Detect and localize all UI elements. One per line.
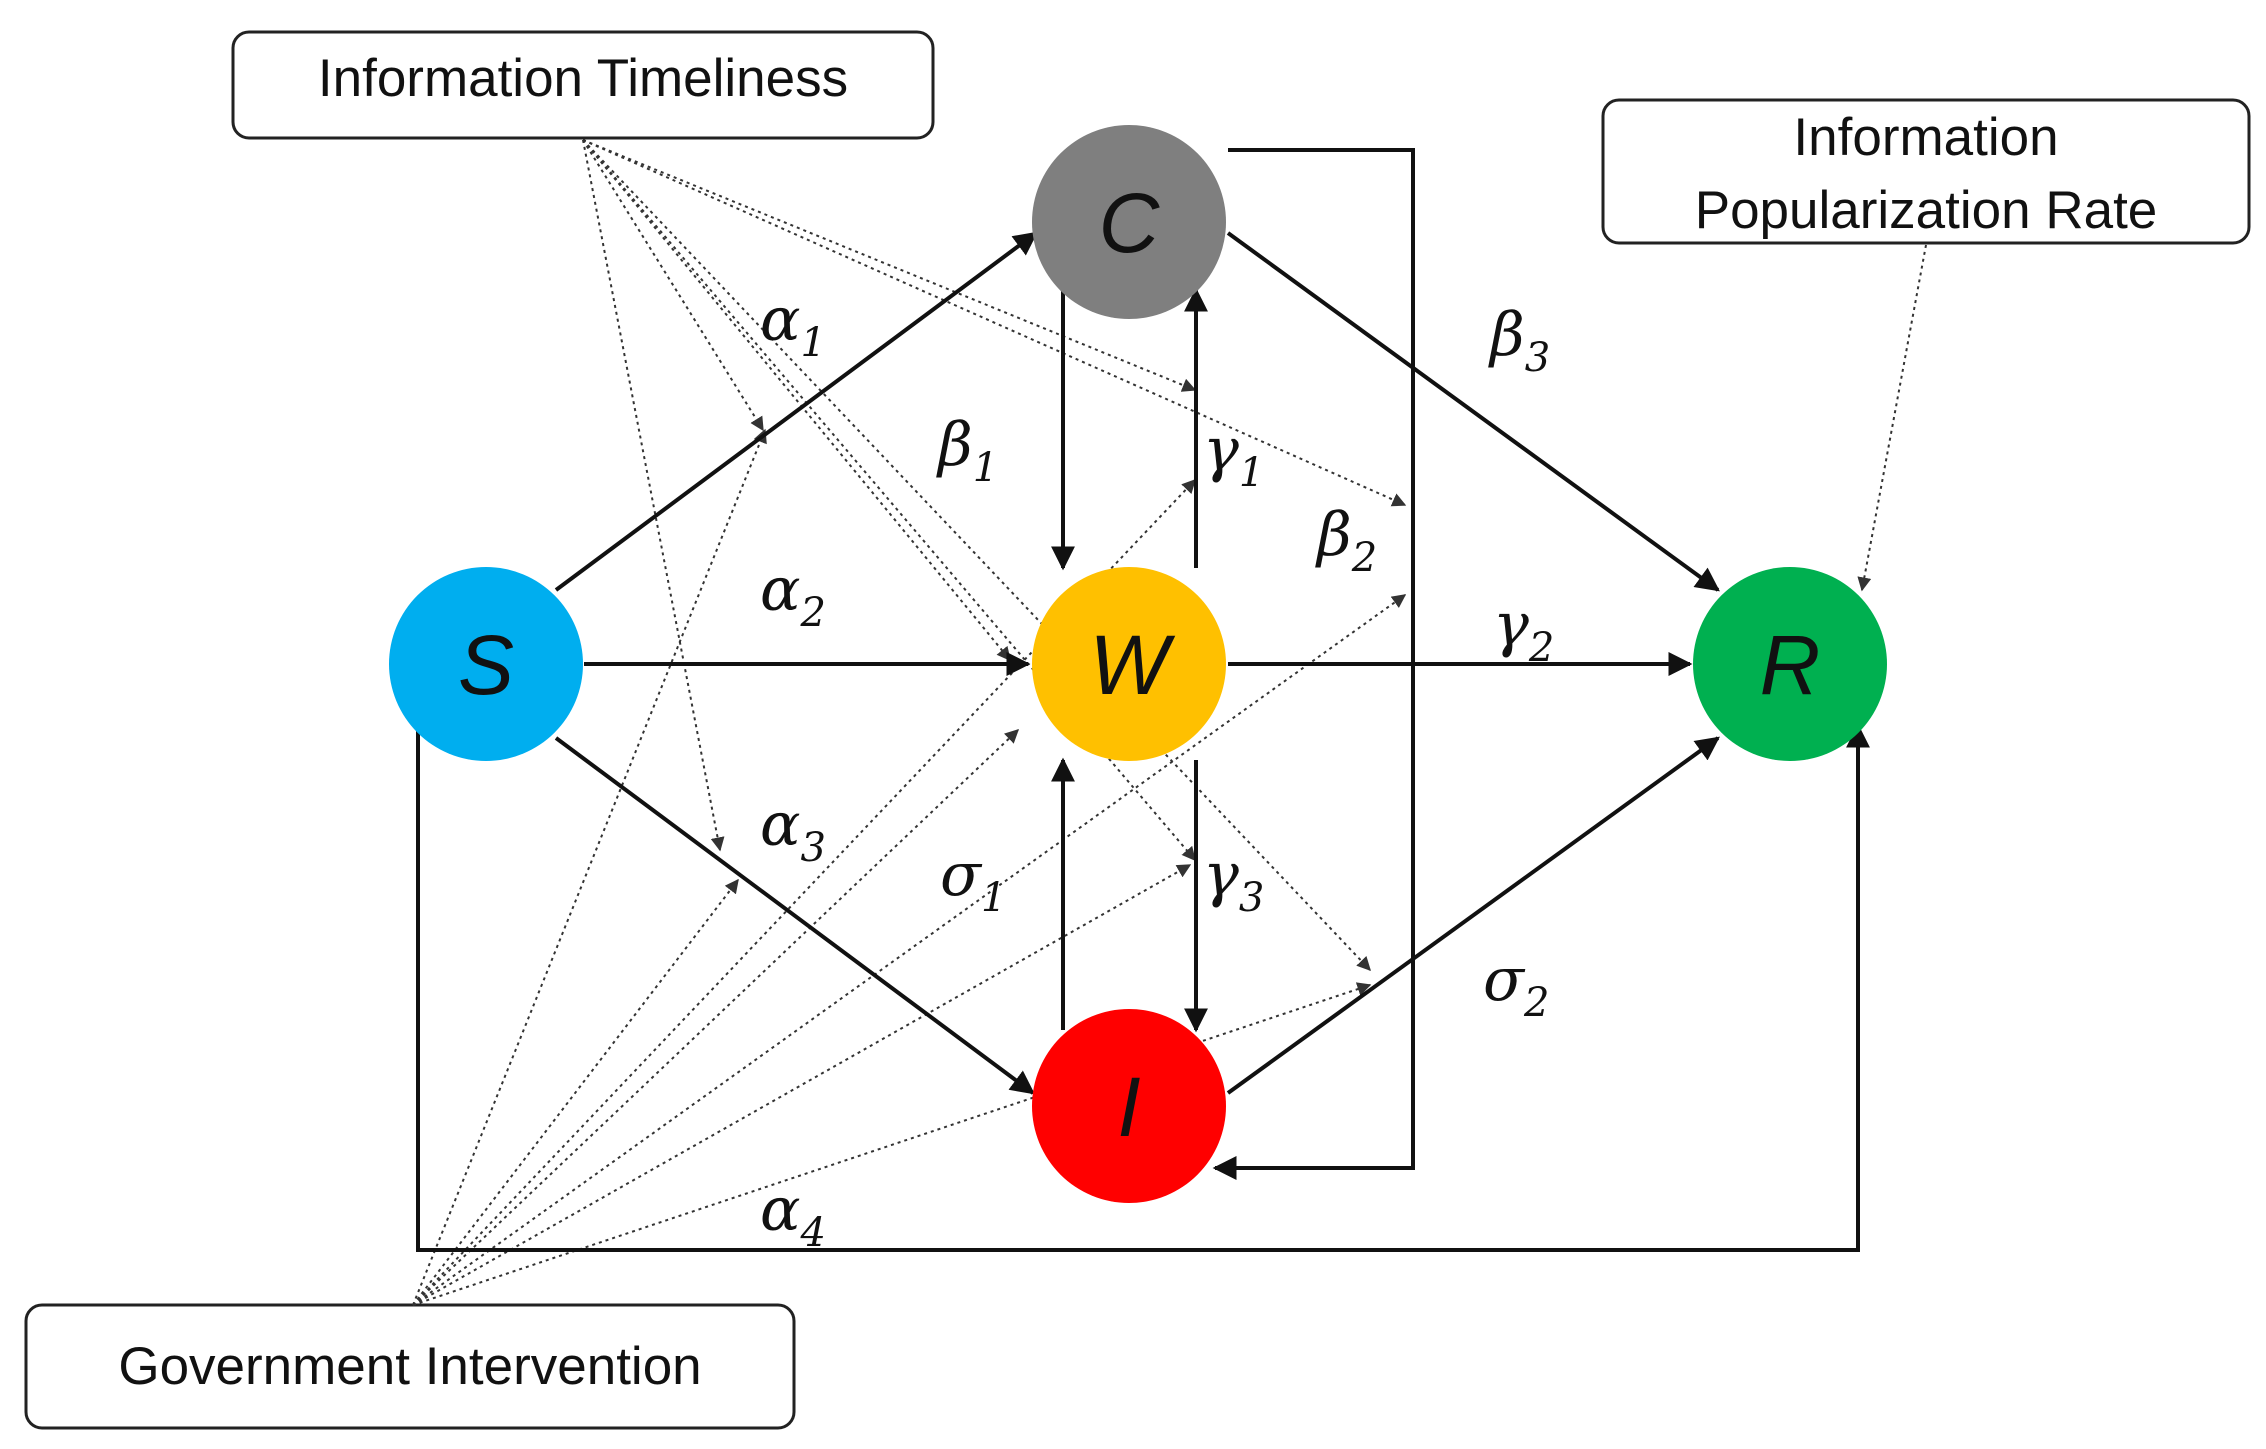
param-alpha1: α1 (760, 285, 826, 366)
edge-c-i (1212, 148, 1415, 1180)
influence-arrow (582, 139, 1407, 507)
param-beta2-symbol: β (1315, 500, 1352, 570)
param-alpha3-symbol: α (760, 790, 801, 860)
influence-arrow (412, 428, 767, 1306)
node-w-circle (1032, 567, 1226, 761)
param-gamma3-symbol: γ (1203, 840, 1239, 910)
param-sigma2-subscript: 2 (1523, 980, 1549, 1026)
param-alpha2-symbol: α (760, 555, 801, 625)
param-gamma2: γ2 (1493, 590, 1554, 671)
param-alpha4-symbol: α (760, 1175, 801, 1245)
edge-s-c (554, 231, 1038, 592)
edge-c-r (1226, 231, 1720, 592)
node-c-label: C (1099, 176, 1161, 270)
param-beta3-subscript: 3 (1525, 335, 1550, 381)
param-gamma1-symbol: γ (1203, 415, 1239, 485)
influence-arrow (582, 139, 1011, 662)
influence-arrow (412, 864, 1192, 1306)
information-popularization-rate-box: Information Popularization Rate (1601, 98, 2251, 245)
influence-arrow (412, 878, 739, 1306)
influence-arrow (1857, 244, 1927, 592)
node-s: S (389, 567, 583, 761)
compartment-nodes: S C W I R (389, 125, 1887, 1203)
param-beta1: β1 (936, 410, 998, 491)
node-c: C (1032, 125, 1226, 319)
param-sigma2: σ2 (1483, 945, 1549, 1026)
param-beta2-subscript: 2 (1351, 535, 1377, 581)
node-c-circle (1032, 125, 1226, 319)
influence-arrow (582, 139, 1371, 972)
param-beta2: β2 (1315, 500, 1377, 581)
param-alpha4: α4 (760, 1175, 826, 1256)
node-w-label: W (1089, 618, 1175, 712)
node-r-label: R (1760, 618, 1821, 712)
node-s-circle (389, 567, 583, 761)
government-intervention-label: Government Intervention (118, 1337, 701, 1396)
influence-arrow (412, 594, 1407, 1306)
node-r-circle (1693, 567, 1887, 761)
param-alpha4-subscript: 4 (800, 1210, 826, 1256)
param-alpha2-subscript: 2 (800, 590, 826, 636)
param-gamma3-subscript: 3 (1239, 875, 1264, 921)
param-gamma2-symbol: γ (1493, 590, 1529, 660)
param-gamma2-subscript: 2 (1528, 625, 1554, 671)
param-beta3: β3 (1488, 300, 1550, 381)
transition-arrows (416, 148, 1870, 1252)
param-alpha3: α3 (760, 790, 826, 871)
param-gamma1-subscript: 1 (1239, 450, 1264, 496)
influence-arrow (412, 729, 1020, 1306)
param-beta1-symbol: β (936, 410, 973, 480)
government-intervention-box: Government Intervention (24, 1303, 796, 1430)
node-s-label: S (458, 618, 514, 712)
node-w: W (1032, 567, 1226, 761)
edge-s-i (554, 736, 1035, 1095)
param-sigma1: σ1 (940, 840, 1006, 921)
influence-arrow (582, 139, 764, 432)
param-beta1-subscript: 1 (973, 445, 998, 491)
influence-arrows (412, 139, 1927, 1306)
param-alpha3-subscript: 3 (801, 825, 826, 871)
node-i-label: I (1117, 1060, 1140, 1154)
param-sigma2-symbol: σ (1483, 945, 1526, 1015)
node-i: I (1032, 1009, 1226, 1203)
param-sigma1-subscript: 1 (981, 875, 1006, 921)
influence-arrow (412, 982, 1372, 1306)
popularization-label-line-1: Information (1793, 108, 2058, 167)
influence-arrow (582, 139, 725, 852)
information-timeliness-box: Information Timeliness (231, 30, 935, 140)
information-timeliness-label: Information Timeliness (318, 49, 848, 108)
popularization-label-line-2: Popularization Rate (1695, 181, 2158, 240)
influence-arrow (582, 139, 1197, 392)
param-alpha2: α2 (760, 555, 826, 636)
param-beta3-symbol: β (1488, 300, 1525, 370)
param-alpha1-subscript: 1 (801, 320, 826, 366)
node-r: R (1693, 567, 1887, 761)
edge-s-r (416, 723, 1870, 1252)
param-alpha1-symbol: α (760, 285, 801, 355)
param-sigma1-symbol: σ (940, 840, 983, 910)
node-i-circle (1032, 1009, 1226, 1203)
param-gamma3: γ3 (1203, 840, 1264, 921)
param-gamma1: γ1 (1203, 415, 1264, 496)
edge-i-r (1226, 736, 1720, 1095)
